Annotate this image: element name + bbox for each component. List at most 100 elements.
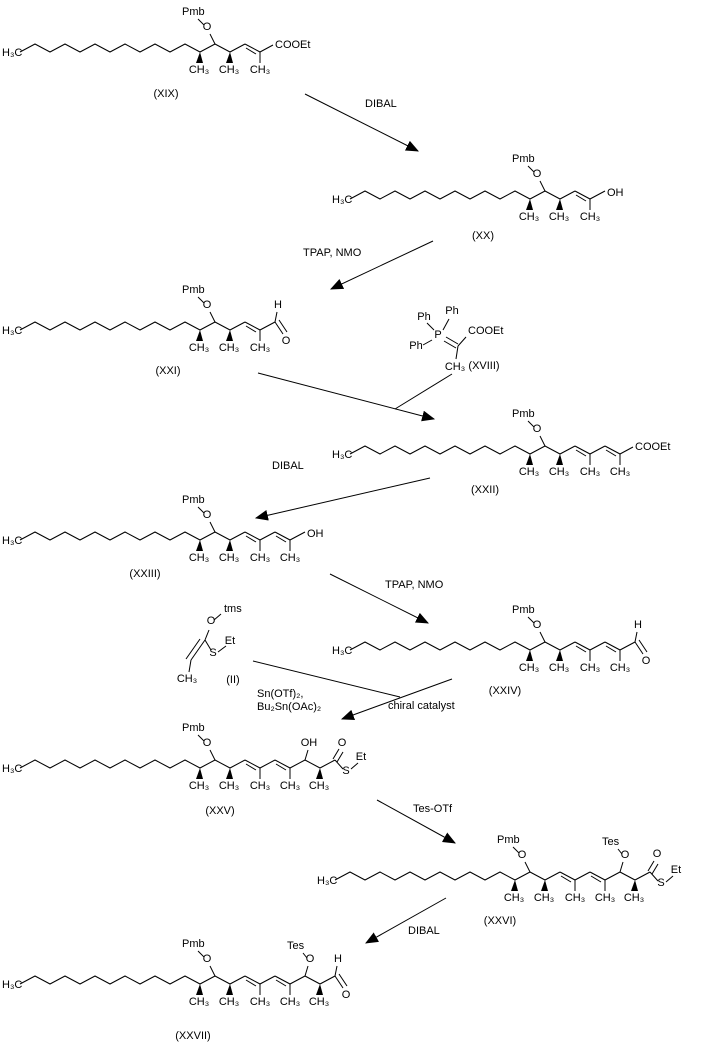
atom-label-s: S — [209, 647, 216, 659]
double-bond-inner — [245, 763, 257, 771]
atom-label-ch3: CH₃ — [219, 342, 239, 354]
group-label-ph: Ph — [445, 305, 458, 317]
atom-label-o: O — [533, 168, 542, 180]
group-label-pmb: Pmb — [182, 6, 205, 18]
atom-label-o: O — [533, 423, 542, 435]
double-bond — [244, 43, 261, 53]
double-bond — [332, 748, 340, 760]
bond — [457, 336, 467, 347]
wedge-bond — [631, 880, 638, 891]
wedge-bond — [556, 199, 563, 210]
double-bond-inner — [275, 763, 287, 771]
compound-label-xxiv: (XXIV) — [489, 685, 521, 697]
reagent-label-dibal: DIBAL — [365, 98, 397, 110]
group-label-pmb: Pmb — [182, 284, 205, 296]
bond — [188, 659, 192, 673]
group-label-pmb: Pmb — [512, 408, 535, 420]
atom-label-h3c: H₃C — [2, 535, 22, 547]
atom-label-o: O — [621, 849, 630, 861]
atom-label-ch3: CH₃ — [280, 780, 300, 792]
double-bond-inner — [575, 645, 587, 653]
bond — [619, 871, 636, 881]
atom-label-o: O — [306, 953, 315, 965]
wedge-bond — [196, 768, 203, 779]
bond — [617, 848, 623, 855]
bond — [289, 531, 306, 541]
reaction-arrow-3 — [257, 372, 453, 422]
carbon-chain — [19, 759, 246, 769]
bond — [649, 871, 659, 882]
atom-label-cooet: COOEt — [275, 39, 310, 51]
atom-label-ch3: CH₃ — [189, 780, 209, 792]
bond — [304, 965, 309, 977]
structure-xviii: Ph Ph Ph P COOEt CH₃ (XVIII) — [409, 305, 503, 373]
bond — [527, 165, 535, 173]
bond — [442, 318, 450, 331]
atom-label-h: H — [334, 953, 342, 965]
bond — [539, 435, 546, 447]
bond — [197, 734, 205, 742]
wedge-bond — [226, 984, 233, 995]
atom-label-oh: OH — [307, 528, 324, 540]
atom-label-ch3: CH₃ — [504, 892, 524, 904]
atom-label-ch3: CH₃ — [189, 64, 209, 76]
carbon-chain — [349, 445, 576, 455]
structure-xx: H₃C OH CH₃ CH₃ CH₃ O Pmb (XX) — [332, 153, 624, 242]
carbon-chain — [19, 321, 246, 331]
bond — [197, 950, 205, 958]
atom-label-ch3: CH₃ — [595, 892, 615, 904]
atom-label-h3c: H₃C — [317, 875, 337, 887]
double-bond — [445, 336, 459, 345]
atom-label-o: O — [282, 335, 291, 347]
reaction-arrow — [257, 372, 436, 422]
group-label-et: Et — [225, 635, 235, 647]
double-bond — [244, 975, 261, 985]
group-label-ph: Ph — [409, 340, 422, 352]
atom-label-o: O — [203, 953, 212, 965]
group-label-et: Et — [356, 751, 366, 763]
bond — [512, 846, 520, 854]
structure-xxvii: H₃C O Tes CH₃ H O CH₃ CH₃ CH₃ CH₃ O Pmb … — [2, 938, 351, 1042]
atom-label-cooet: COOEt — [468, 325, 503, 337]
atom-label-ch3: CH₃ — [177, 673, 197, 685]
wedge-bond — [556, 650, 563, 661]
atom-label-ch3: CH₃ — [309, 996, 329, 1008]
compound-label-xxii: (XXII) — [471, 484, 499, 496]
atom-label-ch3: CH₃ — [219, 64, 239, 76]
double-bond — [274, 975, 291, 985]
structure-ii: tms O CH₃ S Et (II) — [177, 603, 242, 686]
atom-label-p: P — [434, 329, 441, 341]
atom-label-h3c: H₃C — [332, 449, 352, 461]
wedge-bond — [196, 984, 203, 995]
reaction-arrow-4: DIBAL — [254, 460, 431, 521]
reaction-arrow-7: Tes-OTf — [376, 799, 456, 844]
bond — [209, 33, 216, 45]
double-bond — [634, 641, 644, 655]
wedge-bond — [556, 454, 563, 465]
bond — [209, 311, 216, 323]
atom-label-h3c: H₃C — [332, 194, 352, 206]
atom-label-h3c: H₃C — [2, 979, 22, 991]
group-label-ph: Ph — [417, 311, 430, 323]
atom-label-h: H — [634, 619, 642, 631]
bond — [209, 749, 216, 761]
double-bond-inner — [275, 535, 287, 543]
atom-label-ch3: CH₃ — [519, 466, 539, 478]
reagent-label-chiral-catalyst: chiral catalyst — [388, 700, 455, 712]
wedge-bond — [526, 199, 533, 210]
carbon-chain — [19, 531, 246, 541]
bond — [197, 506, 205, 514]
atom-label-ch3: CH₃ — [445, 361, 465, 373]
bond — [527, 616, 535, 624]
atom-label-ch3: CH₃ — [580, 466, 600, 478]
bond — [289, 759, 306, 769]
structure-xxiii: H₃C OH CH₃ CH₃ CH₃ CH₃ O Pmb (XXIII) — [2, 494, 324, 580]
atom-label-ch3: CH₃ — [565, 892, 585, 904]
double-bond-inner — [245, 979, 257, 987]
atom-label-cooet: COOEt — [635, 441, 670, 453]
double-bond-inner — [638, 639, 648, 653]
compound-label-xxvi: (XXVI) — [484, 915, 516, 927]
atom-label-ch3: CH₃ — [250, 64, 270, 76]
atom-label-o: O — [338, 737, 347, 749]
